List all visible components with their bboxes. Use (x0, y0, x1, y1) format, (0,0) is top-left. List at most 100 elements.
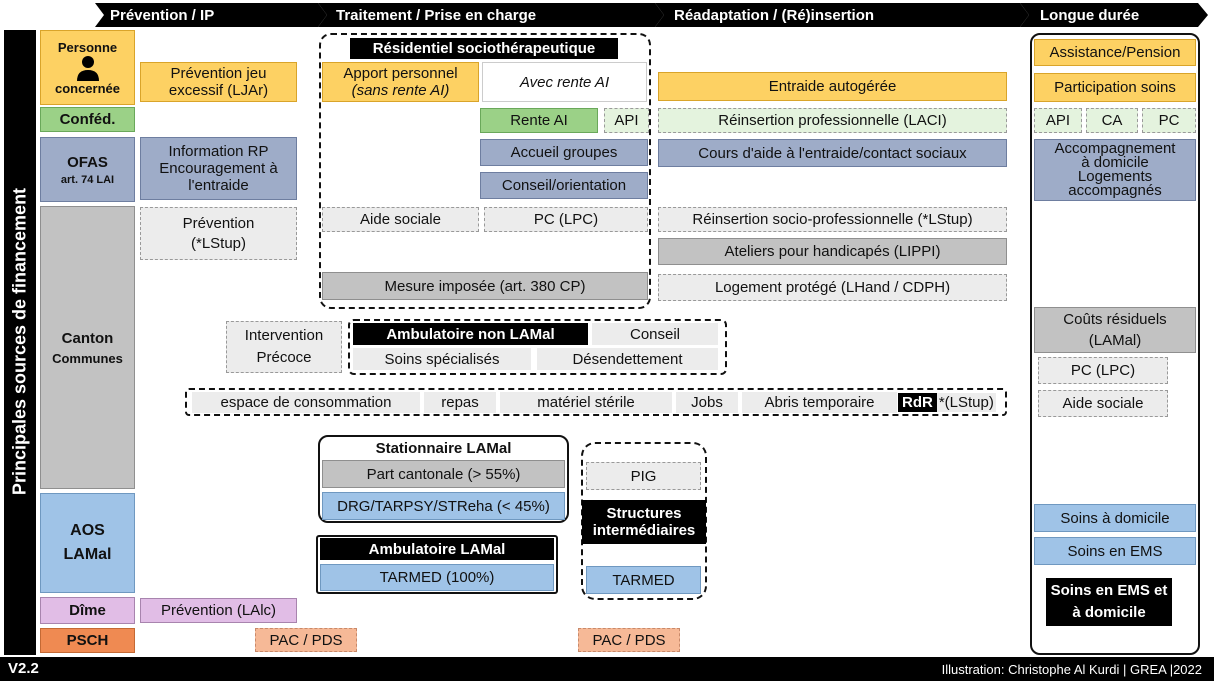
rdr-repas: repas (424, 392, 496, 413)
source-aos: AOS LAMal (40, 493, 135, 593)
source-psch: PSCH (40, 628, 135, 653)
residentiel-pc-lpc: PC (LPC) (484, 207, 648, 232)
longue-duree-frame (1030, 33, 1200, 655)
longue-soins-ems: Soins en EMS (1034, 537, 1196, 565)
ambulatoire-non-lamal-title: Ambulatoire non LAMal (353, 323, 588, 345)
accompagnement-line3: Logements (1077, 168, 1153, 185)
ofas-article: art. 74 LAI (60, 173, 115, 186)
stationnaire-part-cantonale: Part cantonale (> 55%) (322, 460, 565, 488)
source-canton: Canton Communes (40, 206, 135, 489)
readaptation-lippi: Ateliers pour handicapés (LIPPI) (658, 238, 1007, 265)
prevention-info-rp: Information RP Encouragement à l'entraid… (140, 137, 297, 200)
structures-title-line2: intermédiaires (592, 522, 696, 539)
personne-label: Personne (57, 39, 118, 55)
ambulatoire-lamal-title: Ambulatoire LAMal (320, 538, 554, 560)
concernee-label: concernée (54, 80, 121, 96)
readaptation-lhand: Logement protégé (LHand / CDPH) (658, 274, 1007, 301)
info-rp-line1: Information RP (168, 143, 269, 160)
accompagnement-line4: accompagnés (1068, 182, 1162, 199)
rdr-suffix: *(LStup) (936, 393, 996, 412)
accompagnement-line1: Accompagnement (1054, 140, 1176, 157)
structures-title: Structures intermédiaires (582, 500, 706, 544)
person-icon (76, 55, 99, 81)
readaptation-lstup: Réinsertion socio-professionnelle (*LStu… (658, 207, 1007, 232)
pac-pds-structures: PAC / PDS (578, 628, 680, 652)
residentiel-aide-sociale: Aide sociale (322, 207, 479, 232)
phase-readaptation: Réadaptation / (Ré)insertion (674, 6, 875, 24)
credit-label: Illustration: Christophe Al Kurdi | GREA… (941, 662, 1202, 677)
intervention-line1: Intervention (244, 327, 324, 344)
longue-pc-lpc: PC (LPC) (1038, 357, 1168, 384)
residentiel-mesure: Mesure imposée (art. 380 CP) (322, 272, 648, 300)
stationnaire-drg: DRG/TARPSY/STReha (< 45%) (322, 492, 565, 520)
phase-traitement: Traitement / Prise en charge (336, 6, 537, 24)
ofas-label: OFAS (67, 153, 108, 171)
readaptation-entraide: Entraide autogérée (658, 72, 1007, 101)
rdr-frame (185, 388, 1007, 416)
rdr-jobs: Jobs (676, 392, 738, 413)
rdr-label-group: RdR*(LStup) (898, 392, 1004, 413)
intervention-line2: Précoce (256, 349, 312, 366)
residentiel-rente-ai: Rente AI (480, 108, 598, 133)
canton-label: Canton (61, 329, 114, 347)
apport-line2: (sans rente AI) (351, 82, 450, 99)
rdr-label: RdR (898, 393, 937, 412)
structures-title-line1: Structures (606, 505, 682, 522)
ljar-line2: excessif (LJAr) (168, 82, 269, 99)
phase-prevention: Prévention / IP (110, 6, 215, 24)
ambulatoire-lamal-tarmed: TARMED (100%) (320, 564, 554, 591)
rdr-materiel-sterile: matériel stérile (500, 392, 672, 413)
lstup-line1: Prévention (182, 214, 255, 232)
ambulatoire-soins-specialises: Soins spécialisés (353, 348, 531, 370)
phase-longue-duree: Longue durée (1040, 6, 1140, 24)
accompagnement-line2: à domicile (1081, 154, 1149, 171)
longue-pc: PC (1142, 108, 1196, 133)
ems-dom-line1: Soins en EMS et (1050, 582, 1168, 599)
side-title-bar (4, 30, 36, 655)
rdr-abris-temporaire: Abris temporaire (742, 392, 897, 413)
phase-arrow-bar (95, 3, 1208, 27)
longue-assistance: Assistance/Pension (1034, 39, 1196, 66)
residentiel-accueil: Accueil groupes (480, 139, 648, 166)
structures-pig: PIG (586, 462, 701, 490)
readaptation-laci: Réinsertion professionnelle (LACI) (658, 108, 1007, 133)
lamal-label: LAMal (63, 546, 112, 563)
rdr-espace-consommation: espace de consommation (192, 392, 420, 413)
ems-dom-line2: à domicile (1072, 604, 1146, 621)
lstup-line2: (*LStup) (190, 234, 247, 252)
info-rp-line2: Encouragement à (159, 160, 278, 177)
longue-participation: Participation soins (1034, 73, 1196, 102)
communes-label: Communes (52, 350, 123, 366)
apport-line1: Apport personnel (343, 65, 458, 82)
source-personne: Personne concernée (40, 30, 135, 105)
version-label: V2.2 (8, 660, 39, 677)
structures-tarmed: TARMED (586, 566, 701, 594)
longue-aide-sociale: Aide sociale (1038, 390, 1168, 417)
side-title: Principales sources de financement (9, 187, 30, 496)
prevention-lstup: Prévention (*LStup) (140, 207, 297, 260)
source-ofas: OFAS art. 74 LAI (40, 137, 135, 202)
longue-accompagnement: Accompagnement à domicile Logements acco… (1034, 139, 1196, 201)
ambulatoire-desendettement: Désendettement (537, 348, 718, 370)
longue-soins-ems-domicile: Soins en EMS et à domicile (1046, 578, 1172, 626)
source-confed: Conféd. (40, 107, 135, 132)
residentiel-title: Résidentiel sociothérapeutique (350, 38, 618, 59)
ljar-line1: Prévention jeu (170, 65, 267, 82)
residentiel-apport: Apport personnel (sans rente AI) (322, 62, 479, 102)
aos-label: AOS (70, 522, 105, 539)
ambulatoire-lamal-frame (316, 535, 558, 594)
longue-api: API (1034, 108, 1082, 133)
apport-italic: sans rente AI (356, 82, 445, 99)
couts-line2: (LAMal) (1088, 332, 1142, 349)
readaptation-cours: Cours d'aide à l'entraide/contact sociau… (658, 139, 1007, 167)
residentiel-frame (319, 33, 651, 309)
ambulatoire-non-lamal-frame (348, 319, 727, 375)
residentiel-conseil: Conseil/orientation (480, 172, 648, 199)
stationnaire-title: Stationnaire LAMal (375, 439, 512, 457)
longue-couts-residuels: Coûts résiduels (LAMal) (1034, 307, 1196, 353)
info-rp-line3: l'entraide (188, 177, 249, 194)
couts-line1: Coûts résiduels (1063, 311, 1167, 328)
prevention-lalc: Prévention (LAlc) (140, 598, 297, 623)
stationnaire-frame (318, 435, 569, 523)
residentiel-api: API (604, 108, 649, 133)
